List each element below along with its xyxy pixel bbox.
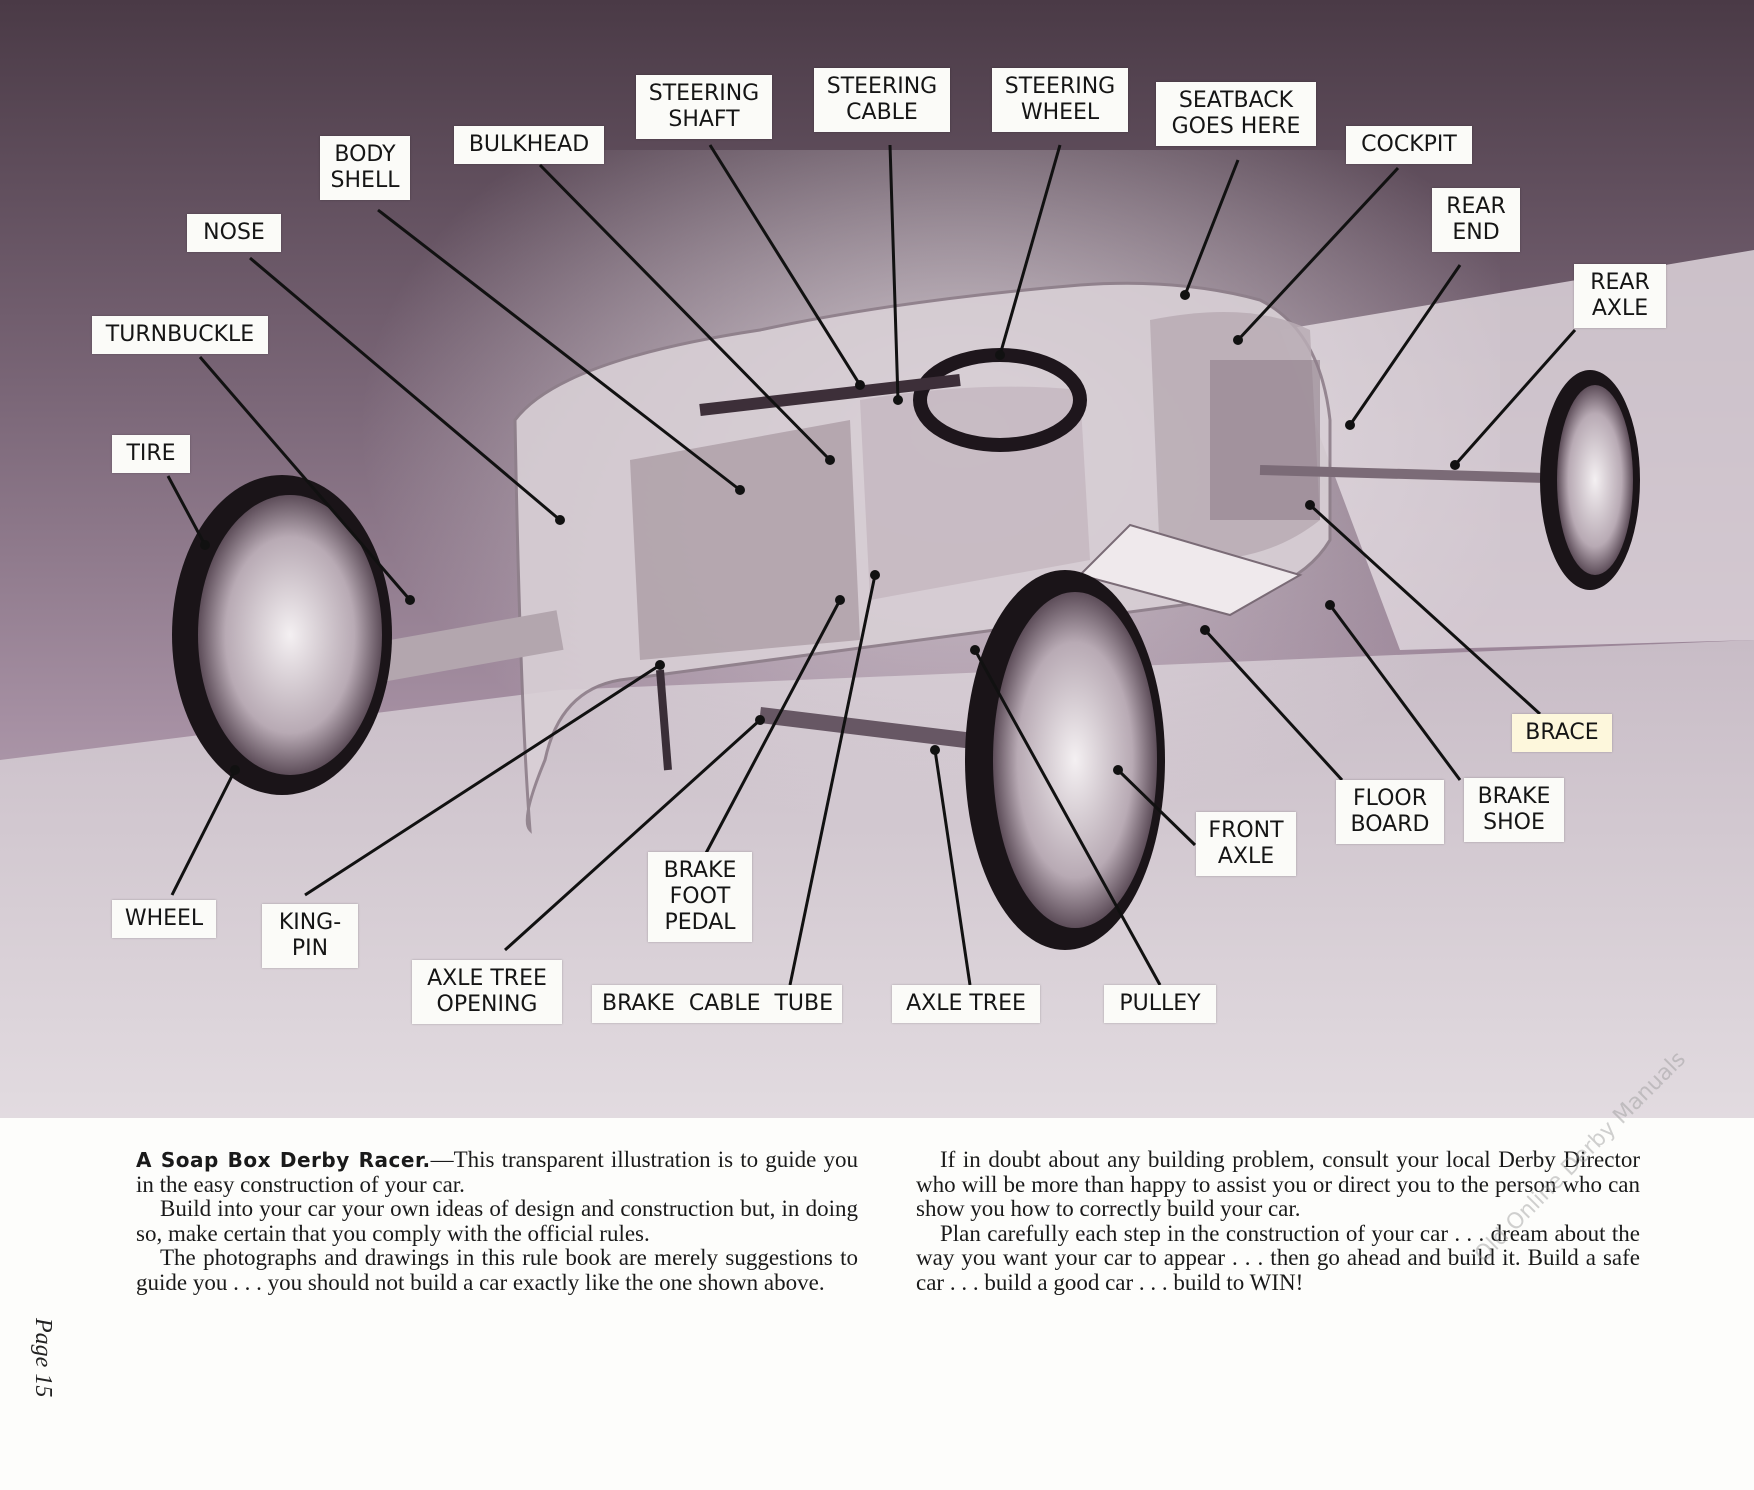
label-nose: NOSE: [187, 214, 281, 252]
caption-left-column: A Soap Box Derby Racer.—This transparent…: [136, 1147, 858, 1296]
label-floor-board: FLOOR BOARD: [1336, 780, 1444, 844]
label-steering-cable: STEERING CABLE: [814, 68, 950, 132]
label-front-axle: FRONT AXLE: [1196, 812, 1296, 876]
label-brake-cable-tube: BRAKE CABLE TUBE: [592, 985, 842, 1023]
label-seatback: SEATBACK GOES HERE: [1156, 82, 1316, 146]
racer-photo-svg: [0, 0, 1754, 1118]
leader-lines: [166, 144, 1577, 986]
racer-illustration: STEERING SHAFT STEERING CABLE STEERING W…: [0, 0, 1754, 1118]
label-turnbuckle: TURNBUCKLE: [92, 316, 268, 354]
caption-left-p1-text: —This transparent illustration is to gui…: [136, 1147, 858, 1197]
label-rear-axle: REAR AXLE: [1574, 264, 1666, 328]
label-axle-tree-opening: AXLE TREE OPENING: [412, 960, 562, 1024]
label-axle-tree: AXLE TREE: [892, 985, 1040, 1023]
label-king-pin: KING- PIN: [262, 904, 358, 968]
label-bulkhead: BULKHEAD: [454, 126, 604, 164]
page-number: Page 15: [30, 1318, 56, 1398]
label-brake-shoe: BRAKE SHOE: [1464, 778, 1564, 842]
caption-right-paragraph-2: Plan carefully each step in the construc…: [916, 1220, 1640, 1295]
label-rear-end: REAR END: [1432, 188, 1520, 252]
caption-right-paragraph-1: If in doubt about any building problem, …: [916, 1147, 1640, 1222]
label-pulley: PULLEY: [1104, 985, 1216, 1023]
label-body-shell: BODY SHELL: [320, 136, 410, 200]
label-steering-wheel: STEERING WHEEL: [992, 68, 1128, 132]
label-tire: TIRE: [112, 435, 190, 473]
label-brace: BRACE: [1512, 714, 1612, 752]
arrow-heads: [200, 290, 1460, 775]
caption-lead: A Soap Box Derby Racer.: [136, 1148, 431, 1172]
label-cockpit: COCKPIT: [1346, 126, 1472, 164]
caption: A Soap Box Derby Racer.—This transparent…: [0, 1147, 1754, 1448]
caption-left-paragraph-2: Build into your car your own ideas of de…: [136, 1196, 858, 1246]
label-brake-foot-pedal: BRAKE FOOT PEDAL: [648, 852, 752, 942]
caption-left-paragraph-3: The photographs and drawings in this rul…: [136, 1245, 858, 1295]
caption-left-paragraph-1: A Soap Box Derby Racer.—This transparent…: [136, 1147, 858, 1197]
caption-right-column: If in doubt about any building problem, …: [916, 1147, 1640, 1296]
label-wheel: WHEEL: [112, 900, 216, 938]
label-steering-shaft: STEERING SHAFT: [636, 75, 772, 139]
